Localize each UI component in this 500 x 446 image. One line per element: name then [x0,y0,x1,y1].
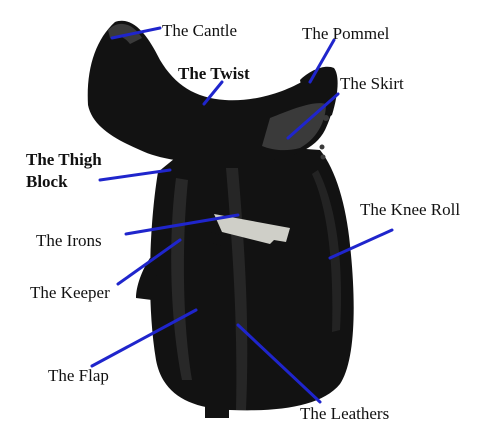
leader-line-pommel [308,38,336,84]
label-pommel: The Pommel [302,24,390,43]
saddle-shape [87,20,354,418]
saddle-skirt-shape [262,103,326,151]
label-keeper: The Keeper [30,283,110,302]
label-thigh-block-line1: The Thigh [26,150,102,169]
leader-line-thigh-block [98,168,172,182]
saddle-flap-shape [150,148,354,411]
label-knee-roll: The Knee Roll [360,200,461,219]
leader-lines [90,26,394,404]
leader-line-cantle [110,26,162,40]
leader-line-irons [124,213,240,236]
leader-line-leathers [236,323,322,404]
label-skirt: The Skirt [340,74,404,93]
label-flap: The Flap [48,366,109,385]
leader-line-knee-roll [328,228,394,260]
leader-line-keeper [116,238,182,286]
iron-shape [214,214,290,244]
leader-line-flap [90,308,198,368]
rivet-dot [323,115,329,121]
keeper-shape [136,258,162,300]
label-twist: The Twist [178,64,250,83]
rivet-dot [319,144,325,150]
iron-shadow-shape [208,232,224,246]
label-thigh-block-line2: Block [26,172,68,191]
leader-line-skirt [286,92,340,140]
rivet-dot [320,154,326,160]
leader-line-twist [202,80,224,106]
label-leathers: The Leathers [300,404,390,423]
label-irons: The Irons [36,231,102,250]
label-cantle: The Cantle [162,21,238,40]
flap-fold-shape [171,178,192,380]
knee-roll-shape [312,170,342,332]
saddle-bottom-tab [205,400,229,418]
